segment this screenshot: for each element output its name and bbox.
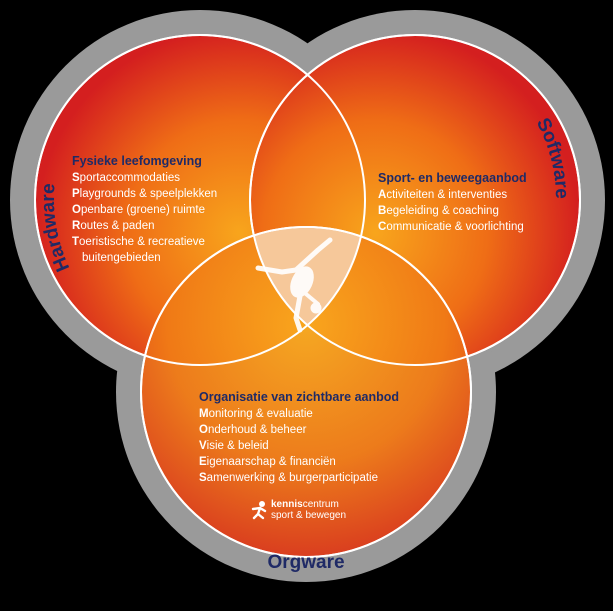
- list-item: Monitoring & evaluatie: [199, 408, 313, 420]
- list-item: Activiteiten & interventies: [378, 189, 508, 201]
- block-title: Sport- en beweegaanbod: [378, 171, 527, 185]
- ring-label-orgware: Orgware: [267, 552, 344, 573]
- list-item: Openbare (groene) ruimte: [72, 204, 205, 216]
- logo-brand-bold: kennis: [271, 499, 303, 510]
- list-item: Eigenaarschap & financiën: [199, 456, 336, 468]
- block-organisatie: Organisatie van zichtbare aanbod Monitor…: [199, 389, 399, 486]
- list-item: Communicatie & voorlichting: [378, 221, 524, 233]
- list-item: Begeleiding & coaching: [378, 205, 499, 217]
- dancer-figure-icon: [255, 237, 333, 333]
- kenniscentrum-logo: kenniscentrum sport & bewegen: [250, 499, 346, 521]
- list-item: Visie & beleid: [199, 440, 269, 452]
- list-item: Playgrounds & speelplekken: [72, 188, 218, 200]
- list-item: Toeristische & recreatieve: [72, 236, 205, 248]
- list-item: buitengebieden: [82, 252, 161, 264]
- list-item: Onderhoud & beheer: [199, 424, 307, 436]
- logo-figure-icon: [251, 501, 267, 520]
- list-item: Sportaccommodaties: [72, 172, 181, 184]
- circle-outlines: [34, 34, 581, 558]
- list-item: Routes & paden: [72, 220, 155, 232]
- block-title: Fysieke leefomgeving: [72, 154, 202, 168]
- logo-brand-rest: centrum: [302, 499, 339, 510]
- block-fysieke-leefomgeving: Fysieke leefomgeving Sportaccommodaties …: [72, 153, 217, 266]
- block-sport-beweegaanbod: Sport- en beweegaanbod Activiteiten & in…: [378, 170, 527, 235]
- logo-tagline: sport & bewegen: [271, 510, 347, 521]
- block-title: Organisatie van zichtbare aanbod: [199, 390, 400, 404]
- list-item: Samenwerking & burgerparticipatie: [199, 472, 378, 484]
